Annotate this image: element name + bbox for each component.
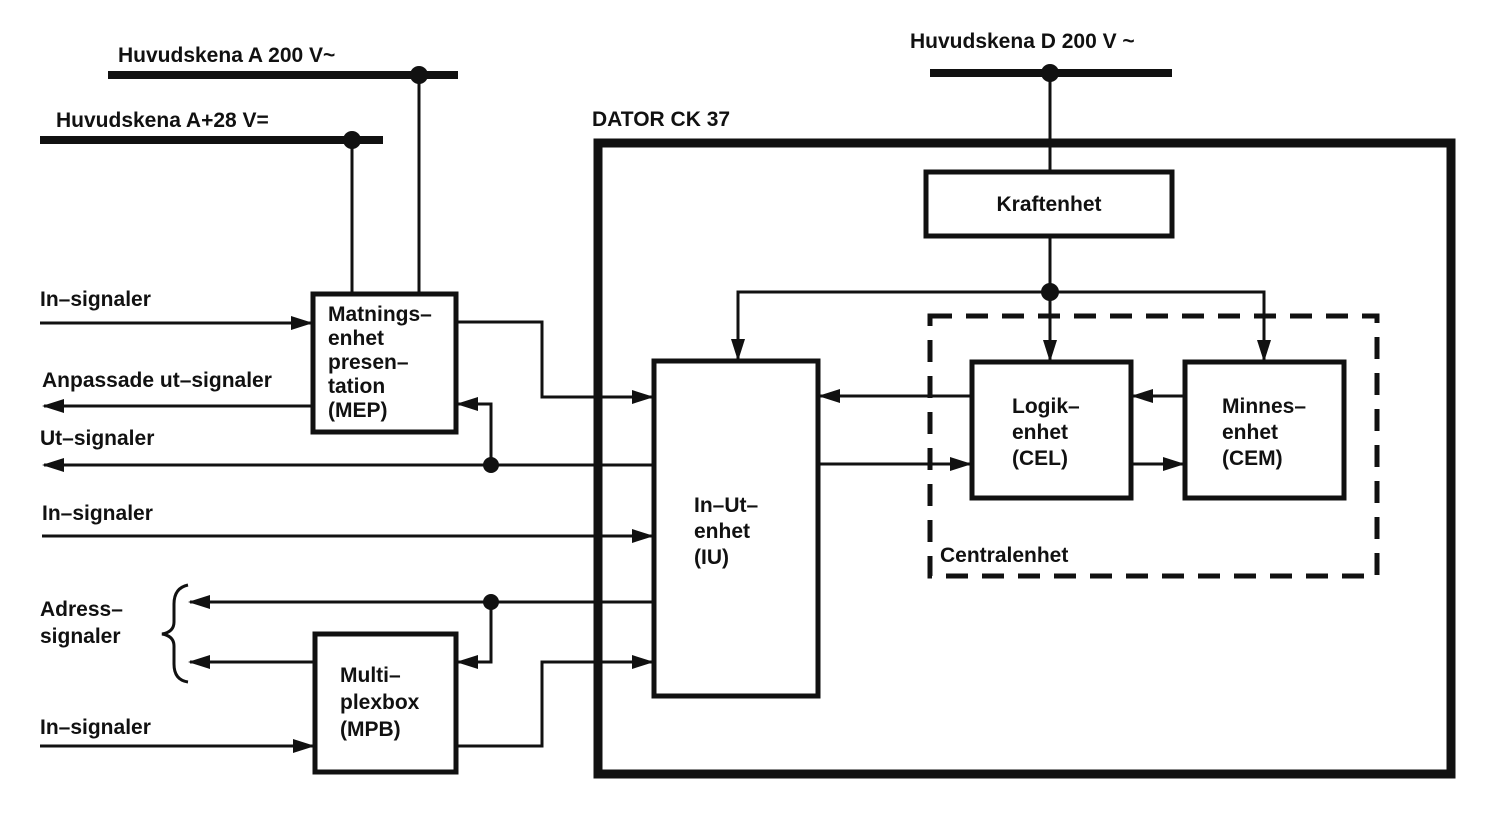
- mep-label-line: presen–: [328, 351, 409, 374]
- mpb-to-iu-arrow: [456, 655, 654, 748]
- mpb-label-line: plexbox: [340, 691, 420, 714]
- cem-label-line: enhet: [1222, 421, 1278, 444]
- in-signals-3-label: In–signaler: [40, 716, 151, 739]
- kraftenhet-label: Kraftenhet: [996, 193, 1101, 216]
- adapted-out-signals-label: Anpassade ut–signaler: [42, 369, 272, 392]
- mep-to-iu-arrow: [456, 320, 654, 404]
- mpb-block: [312, 631, 459, 775]
- mep-label-line: Matnings–: [328, 303, 432, 326]
- out-signals-label: Ut–signaler: [40, 427, 154, 450]
- cem-label-line: Minnes–: [1222, 395, 1306, 418]
- cel-block: [969, 359, 1134, 501]
- bus-a28-label: Huvudskena A+28 V=: [56, 109, 269, 132]
- in-signals-2-label: In–signaler: [42, 502, 153, 525]
- address-brace: [161, 583, 189, 684]
- central-unit-boundary: [927, 313, 1380, 579]
- cel-label-line: enhet: [1012, 421, 1068, 444]
- power-to-cem-arrow: [1050, 290, 1271, 362]
- mep-label-line: (MEP): [328, 399, 388, 422]
- bus-d200-label: Huvudskena D 200 V ~: [910, 30, 1135, 53]
- mpb-label-line: Multi–: [340, 664, 401, 687]
- mep-label-line: enhet: [328, 327, 384, 350]
- iu-block: [651, 358, 821, 699]
- cem-label-line: (CEM): [1222, 447, 1283, 470]
- in-signals-1-label: In–signaler: [40, 288, 151, 311]
- cel-label-line: Logik–: [1012, 395, 1080, 418]
- power-to-iu-arrow: [731, 290, 1050, 361]
- cel-label-line: (CEL): [1012, 447, 1068, 470]
- kraftenhet-block: [923, 169, 1175, 239]
- mep-block: [310, 291, 459, 435]
- bus-a200-label: Huvudskena A 200 V~: [118, 44, 335, 67]
- iu-label-line: enhet: [694, 520, 750, 543]
- computer-title: DATOR CK 37: [592, 108, 730, 131]
- iu-label-line: In–Ut–: [694, 494, 759, 517]
- mep-label-line: tation: [328, 375, 385, 398]
- mpb-label-line: (MPB): [340, 718, 401, 741]
- cem-block: [1182, 359, 1347, 501]
- out-to-mep-arrow: [456, 397, 493, 465]
- address-signals-label-line: signaler: [40, 625, 121, 648]
- address-signals-label-line: Adress–: [40, 598, 123, 621]
- central-unit-label: Centralenhet: [940, 544, 1068, 567]
- computer-frame: [593, 138, 1456, 779]
- iu-label-line: (IU): [694, 546, 729, 569]
- address-to-mpb-arrow: [456, 602, 493, 669]
